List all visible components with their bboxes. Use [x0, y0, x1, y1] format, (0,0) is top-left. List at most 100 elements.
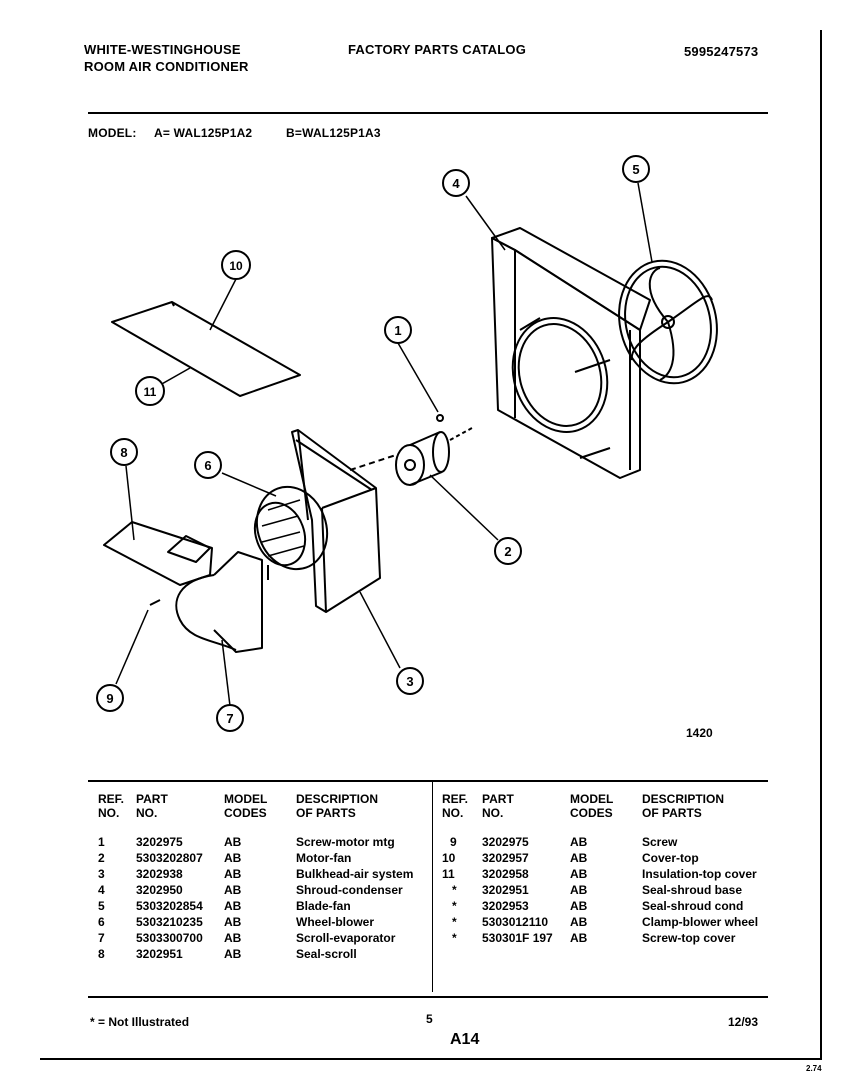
part-cell: 3202975 — [136, 835, 183, 849]
part-cell: 3202938 — [136, 867, 183, 881]
part-cell: 3202958 — [482, 867, 529, 881]
ref-cell: 10 — [442, 851, 456, 865]
desc-header: DESCRIPTION — [642, 792, 725, 806]
desc-cell: Wheel-blower — [296, 915, 375, 929]
svg-text:4: 4 — [452, 176, 460, 191]
not-illustrated-note: * = Not Illustrated — [90, 1015, 190, 1029]
exploded-parts-diagram: 1 2 3 4 5 6 7 8 9 10 11 — [96, 155, 718, 732]
table-header-row: REF. PART MODEL DESCRIPTION — [442, 792, 770, 806]
codes-cell: AB — [224, 883, 242, 897]
model-header: MODEL — [570, 792, 614, 806]
part-header: PART — [136, 792, 168, 806]
part-cell: 530301F 197 — [482, 931, 553, 945]
ref-cell: 7 — [98, 931, 105, 945]
callout-2: 2 — [494, 537, 522, 565]
desc-cell: Screw — [642, 835, 678, 849]
codes-cell: AB — [224, 851, 242, 865]
callout-group: 1 2 3 4 5 6 7 8 9 10 11 — [96, 155, 650, 732]
callout-4: 4 — [442, 169, 470, 197]
brand-line-1: WHITE-WESTINGHOUSE — [84, 42, 241, 57]
catalog-title: FACTORY PARTS CATALOG — [348, 42, 527, 57]
condenser-shroud-part — [491, 227, 651, 479]
part-cell: 3202953 — [482, 899, 529, 913]
ref-header: REF. — [442, 792, 469, 806]
callout-9: 9 — [96, 684, 124, 712]
desc-cell: Seal-shroud base — [642, 883, 743, 897]
blower-wheel-part — [253, 485, 329, 571]
ref-cell: 2 — [98, 851, 105, 865]
svg-text:1: 1 — [394, 323, 401, 338]
bulkhead-part — [291, 429, 381, 613]
scroll-evaporator-part — [149, 551, 269, 653]
model-header: MODEL — [224, 792, 268, 806]
svg-text:11: 11 — [144, 385, 157, 399]
table-header-row: REF. PART MODEL DESCRIPTION — [98, 792, 426, 806]
ref-cell: 1 — [98, 835, 105, 849]
desc-cell: Scroll-evaporator — [296, 931, 396, 945]
part-cell: 3202975 — [482, 835, 529, 849]
codes-cell: AB — [570, 835, 588, 849]
table-top-rule — [88, 780, 768, 782]
svg-text:7: 7 — [226, 711, 233, 726]
page-code: A14 — [450, 1031, 480, 1048]
part-cell: 3202951 — [136, 947, 183, 961]
codes-cell: AB — [570, 899, 588, 913]
desc-cell: Blade-fan — [296, 899, 351, 913]
codes-cell: AB — [224, 915, 242, 929]
desc-header: DESCRIPTION — [296, 792, 379, 806]
codes-cell: AB — [570, 883, 588, 897]
svg-text:3: 3 — [406, 674, 413, 689]
callout-7: 7 — [216, 704, 244, 732]
desc-cell: Seal-scroll — [296, 947, 357, 961]
desc-cell: Screw-top cover — [642, 931, 736, 945]
callout-3: 3 — [396, 667, 424, 695]
model-label: MODEL: — [88, 126, 137, 140]
ref-cell: * — [452, 883, 457, 897]
model-a: A= WAL125P1A2 — [154, 126, 253, 140]
parts-table-right: REF. PART MODEL DESCRIPTION NO. NO. CODE… — [442, 792, 770, 946]
corner-mark: 2.74 — [806, 1064, 822, 1073]
codes-cell: AB — [224, 899, 242, 913]
part-cell: 5303300700 — [136, 931, 203, 945]
scroll-seal-part — [103, 521, 213, 586]
desc-cell: Shroud-condenser — [296, 883, 403, 897]
model-b: B=WAL125P1A3 — [286, 126, 381, 140]
catalog-number: 5995247573 — [684, 44, 759, 59]
desc-header: OF PARTS — [296, 806, 356, 820]
part-cell: 5303202807 — [136, 851, 203, 865]
fan-blade-part — [618, 259, 718, 385]
table-row: 1 3202975 AB Screw-motor mtg — [98, 834, 426, 850]
part-cell: 3202950 — [136, 883, 183, 897]
ref-cell: 9 — [450, 835, 457, 849]
codes-cell: AB — [224, 947, 242, 961]
callout-10: 10 — [221, 250, 251, 280]
callout-5: 5 — [622, 155, 650, 183]
page-border-right — [820, 30, 822, 1060]
table-header-row: NO. NO. CODES OF PARTS — [98, 806, 426, 820]
ref-cell: 11 — [442, 867, 455, 881]
desc-cell: Screw-motor mtg — [296, 835, 395, 849]
parts-table-left: REF. PART MODEL DESCRIPTION NO. NO. CODE… — [98, 792, 426, 962]
ref-header: NO. — [442, 806, 464, 820]
svg-text:10: 10 — [229, 259, 243, 273]
codes-cell: AB — [570, 851, 588, 865]
part-header: NO. — [482, 806, 504, 820]
codes-cell: AB — [224, 867, 242, 881]
codes-cell: AB — [224, 835, 242, 849]
page-number: 5 — [426, 1012, 433, 1026]
svg-text:9: 9 — [106, 691, 113, 706]
desc-cell: Bulkhead-air system — [296, 867, 414, 881]
catalog-date: 12/93 — [728, 1015, 759, 1029]
callout-6: 6 — [194, 451, 222, 479]
model-header: CODES — [570, 806, 613, 820]
desc-cell: Clamp-blower wheel — [642, 915, 759, 929]
